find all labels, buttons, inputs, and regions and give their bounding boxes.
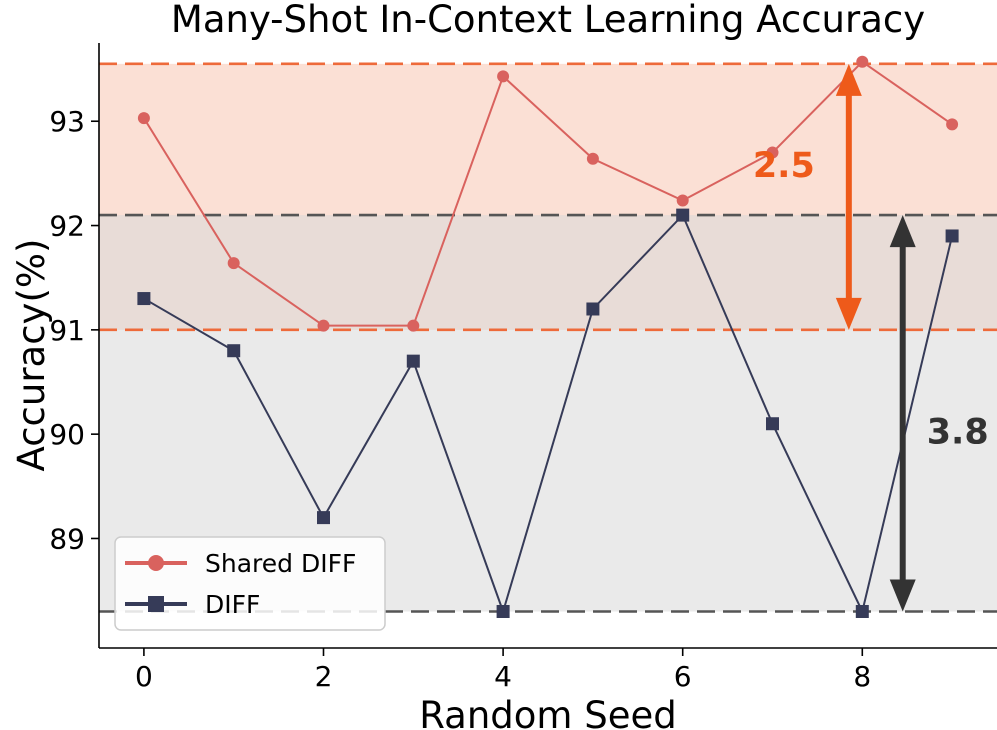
data-point-shared-diff [586, 152, 599, 165]
data-point-diff [137, 292, 151, 306]
y-tick-label: 92 [49, 210, 85, 243]
y-tick-label: 90 [49, 418, 85, 451]
data-point-shared-diff [317, 319, 330, 332]
data-point-diff [406, 354, 420, 368]
data-point-diff [855, 604, 869, 618]
legend-marker-shared-diff [148, 555, 164, 571]
chart-title: Many-Shot In-Context Learning Accuracy [171, 0, 925, 41]
y-tick-label: 93 [49, 105, 85, 138]
range-label-1: 2.5 [753, 146, 815, 186]
series-line-diff [143, 213, 954, 615]
data-point-diff [227, 344, 241, 358]
x-tick-label: 8 [853, 660, 871, 693]
data-point-shared-diff [766, 146, 779, 159]
range-arrow-head-bottom-2 [889, 579, 916, 612]
x-tick-label: 2 [315, 660, 333, 693]
y-axis-label: Accuracy(%) [10, 239, 53, 472]
x-axis-label: Random Seed [419, 694, 676, 730]
legend-frame [114, 536, 386, 631]
x-tick-label: 4 [494, 660, 512, 693]
data-point-diff [945, 229, 959, 243]
y-tick-label: 91 [49, 314, 85, 347]
data-point-diff [676, 208, 690, 222]
range-arrow-head-top-1 [835, 63, 862, 96]
y-tick-label: 89 [49, 522, 85, 555]
x-tick-label: 0 [135, 660, 153, 693]
data-point-diff [317, 511, 330, 525]
data-point-diff [496, 604, 510, 618]
data-point-shared-diff [497, 70, 510, 83]
range-arrow-head-bottom-1 [835, 297, 862, 330]
data-point-shared-diff [946, 118, 959, 131]
data-point-shared-diff [676, 194, 689, 207]
data-point-shared-diff [227, 257, 240, 270]
range-label-2: 3.8 [927, 412, 989, 452]
legend-label-diff: DIFF [205, 590, 260, 619]
legend: Shared DIFF DIFF [114, 536, 386, 631]
x-tick-label: 6 [674, 660, 692, 693]
data-point-diff [586, 302, 600, 316]
legend-marker-diff [148, 596, 164, 612]
data-point-diff [766, 417, 779, 431]
range-arrow-head-top-2 [889, 215, 916, 248]
data-point-shared-diff [407, 319, 420, 332]
data-point-shared-diff [137, 112, 150, 125]
series-line-shared-diff [143, 60, 953, 327]
legend-label-shared-diff: Shared DIFF [205, 549, 356, 578]
data-point-shared-diff [856, 55, 869, 68]
